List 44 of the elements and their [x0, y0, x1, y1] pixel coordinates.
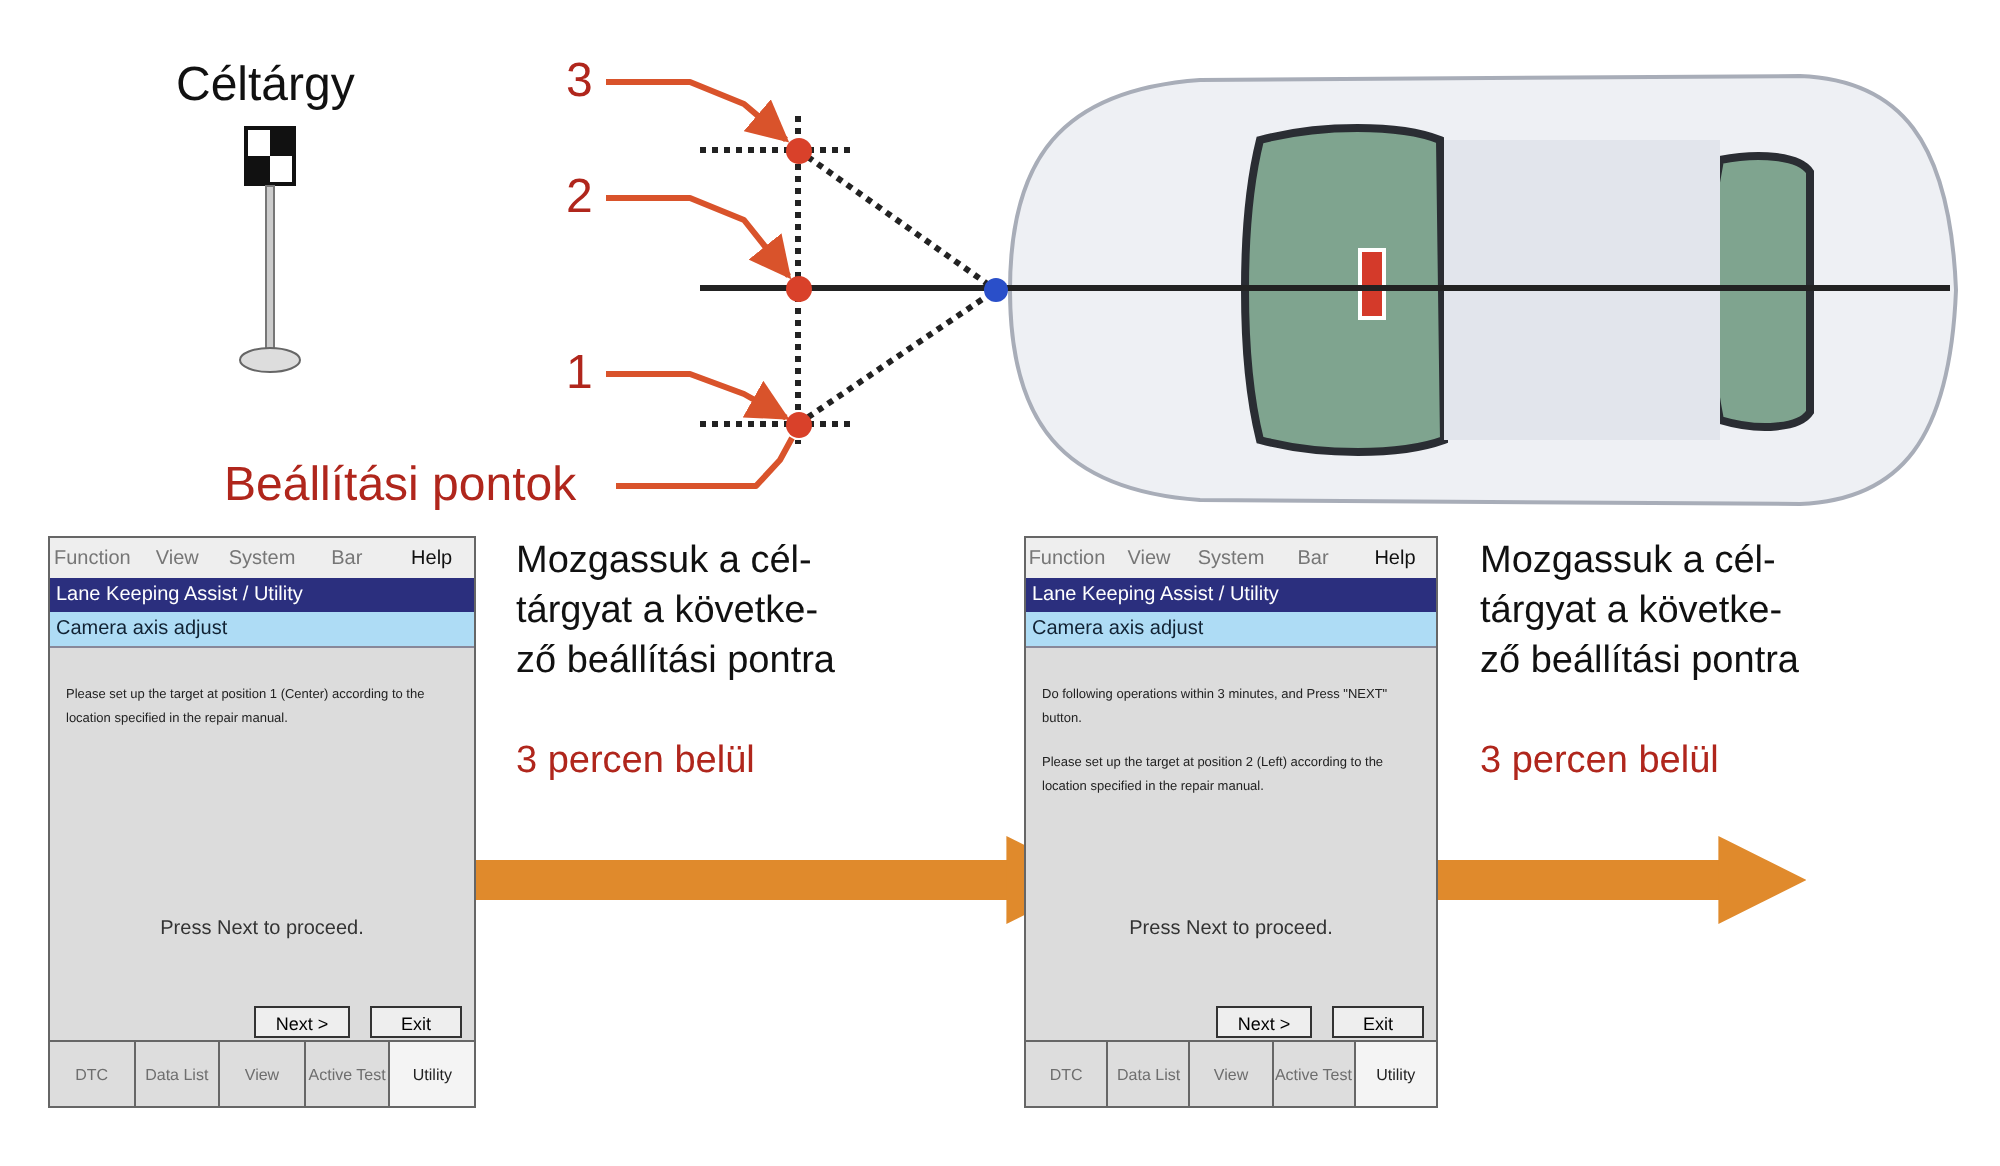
leader-arrow: [606, 79, 790, 143]
tab: Utility: [390, 1042, 474, 1106]
callout-number: 3: [566, 52, 606, 112]
instruction-text: Mozgassuk a cél- tárgyat a követke- ző beállítási pontra: [516, 538, 837, 686]
point-marker: [786, 138, 812, 164]
time-limit-text: 3 percen belül: [1480, 738, 1721, 786]
screen-title-bar: Lane Keeping Assist / Utility: [50, 578, 474, 612]
menu-item: Function: [52, 547, 133, 569]
menu-item: Function: [1026, 547, 1108, 569]
point-marker: [786, 276, 812, 302]
menu-item: System: [226, 547, 298, 569]
instruction-text: Mozgassuk a cél- tárgyat a követke- ző beállítási pontra: [1480, 538, 1801, 686]
screen-subtitle-bar: Camera axis adjust: [1026, 612, 1436, 648]
tab: Active Test: [305, 1042, 391, 1106]
next-button: Next >: [1216, 1006, 1312, 1038]
callout-label: Beállítási pontok: [224, 456, 616, 516]
menu-item: Help: [1372, 547, 1418, 569]
screen-subtitle-bar: Camera axis adjust: [50, 612, 474, 648]
target-label: Céltárgy: [176, 60, 357, 110]
menu-item: View: [153, 547, 201, 569]
menu-item: Help: [409, 547, 455, 569]
screen-panel: [48, 536, 476, 1108]
next-button: Next >: [254, 1006, 350, 1038]
screen-title-bar: Lane Keeping Assist / Utility: [1026, 578, 1436, 612]
prompt-text: Press Next to proceed.: [158, 918, 366, 940]
time-limit-text: 3 percen belül: [516, 738, 757, 786]
exit-button: Exit: [1332, 1006, 1424, 1038]
menu-item: System: [1195, 547, 1267, 569]
screen-panel: [1024, 536, 1438, 1108]
block-arrow: [1438, 836, 1807, 924]
callout-number: 2: [566, 168, 606, 228]
exit-button: Exit: [370, 1006, 462, 1038]
tab: Active Test: [1273, 1042, 1356, 1106]
prompt-text: Press Next to proceed.: [1127, 918, 1335, 940]
menu-item: View: [1125, 547, 1173, 569]
tab: Utility: [1355, 1042, 1437, 1106]
menu-item: Bar: [1295, 547, 1331, 569]
tab: Data List: [135, 1042, 221, 1106]
leader-arrow: [606, 371, 790, 421]
point-marker: [786, 412, 812, 438]
callout-number: 1: [566, 344, 606, 404]
leader-arrow: [606, 195, 792, 280]
menu-item: Bar: [329, 547, 365, 569]
leader-line: [616, 436, 795, 489]
